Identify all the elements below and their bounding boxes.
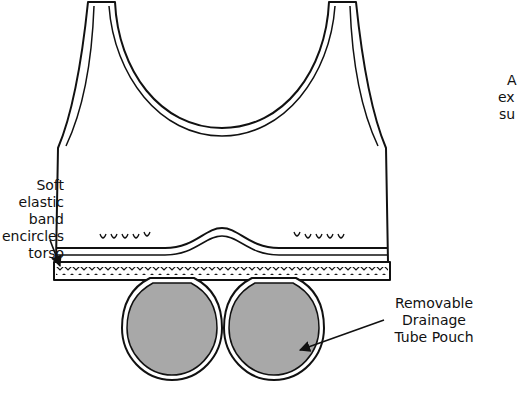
cut-off-text: su xyxy=(499,106,519,123)
elastic-band xyxy=(54,262,390,280)
strap-line xyxy=(350,6,378,146)
band-zigzag xyxy=(56,267,388,275)
underbust-seam xyxy=(57,228,387,248)
strap-line xyxy=(66,6,94,146)
part-label: Removable Drainage Tube Pouch xyxy=(386,295,482,346)
drainage-pouch xyxy=(224,278,324,380)
drainage-pouch xyxy=(122,278,222,380)
leader-arrow xyxy=(300,320,384,350)
garment-outline xyxy=(56,2,388,262)
neckline-line xyxy=(109,6,335,136)
stitch-marks xyxy=(100,232,344,238)
part-label: Soft elastic band encircles torso xyxy=(0,177,64,262)
cut-off-text: ex xyxy=(498,89,518,106)
cut-off-text: A xyxy=(507,72,519,89)
underbust-seam xyxy=(57,236,387,255)
